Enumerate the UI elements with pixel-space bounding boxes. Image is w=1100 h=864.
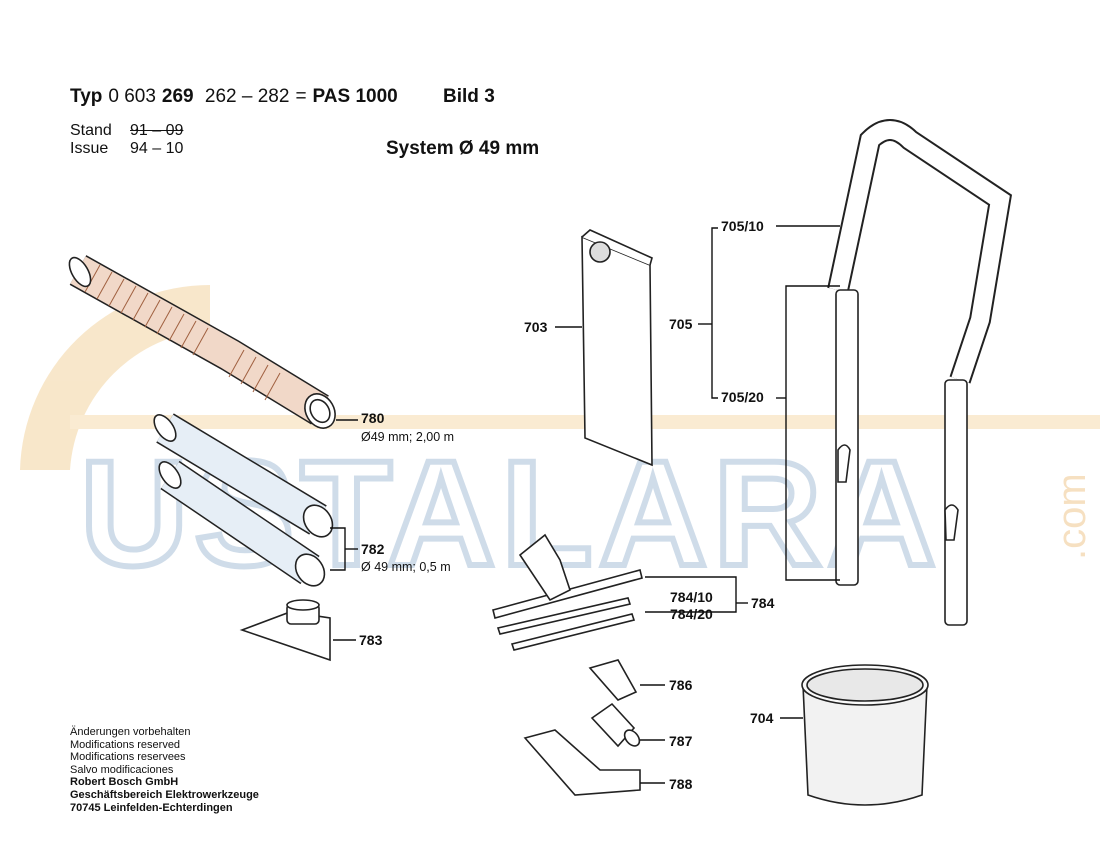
footer-line-3: Modifications reservees (70, 751, 186, 764)
callout-782: 782 (361, 541, 385, 557)
issue-label: Issue (70, 140, 109, 157)
callout-784: 784 (751, 595, 775, 611)
stand-label: Stand (70, 122, 112, 139)
equals-sign: = (295, 86, 307, 107)
issue-value: 94 – 10 (130, 140, 184, 157)
typ-number: 0 603 (108, 86, 156, 107)
spec-782: Ø 49 mm; 0,5 m (361, 560, 451, 574)
footer-notes: Änderungen vorbehalten Modifications res… (70, 726, 259, 814)
small-nozzles-drawing (523, 659, 641, 796)
tubes-782-drawing (153, 413, 334, 587)
callout-788: 788 (669, 776, 693, 792)
callout-780: 780 (361, 410, 385, 426)
footer-line-2: Modifications reserved (70, 738, 181, 751)
filter-bag-703-drawing (581, 229, 653, 467)
handle-705-drawing (827, 119, 1013, 626)
typ-range: 262 – 282 (204, 86, 290, 107)
callout-703: 703 (524, 319, 548, 335)
system-title: System Ø 49 mm (386, 138, 540, 159)
callout-784-20: 784/20 (670, 606, 713, 622)
callout-704: 704 (750, 710, 774, 726)
callout-787: 787 (669, 733, 693, 749)
footer-company: Robert Bosch GmbH (70, 776, 179, 789)
spec-780: Ø49 mm; 2,00 m (361, 430, 455, 444)
callout-786: 786 (669, 677, 693, 693)
callout-784-10: 784/10 (670, 589, 713, 605)
filter-704-drawing (801, 664, 929, 806)
callout-705: 705 (669, 316, 693, 332)
callout-705-20: 705/20 (721, 389, 764, 405)
typ-label: Typ (70, 86, 103, 107)
footer-line-1: Änderungen vorbehalten (70, 726, 191, 738)
nozzle-783-drawing (239, 599, 331, 662)
hose-780-drawing (68, 255, 336, 429)
stand-issue-block: Stand 91 – 09 Issue 94 – 10 (70, 122, 183, 158)
stand-value: 91 – 09 (130, 122, 184, 139)
footer-division: Geschäftsbereich Elektrowerkzeuge (70, 788, 259, 801)
figure-label: Bild 3 (443, 86, 495, 107)
typ-number-bold: 269 (161, 86, 194, 107)
model-name: PAS 1000 (312, 86, 398, 107)
callout-705-10: 705/10 (721, 218, 764, 234)
watermark-domain: .com (1050, 473, 1094, 560)
callout-783: 783 (359, 632, 383, 648)
footer-address: 70745 Leinfelden-Echterdingen (70, 801, 233, 814)
floor-nozzle-784-drawing (492, 533, 643, 651)
footer-line-4: Salvo modificaciones (70, 763, 174, 776)
